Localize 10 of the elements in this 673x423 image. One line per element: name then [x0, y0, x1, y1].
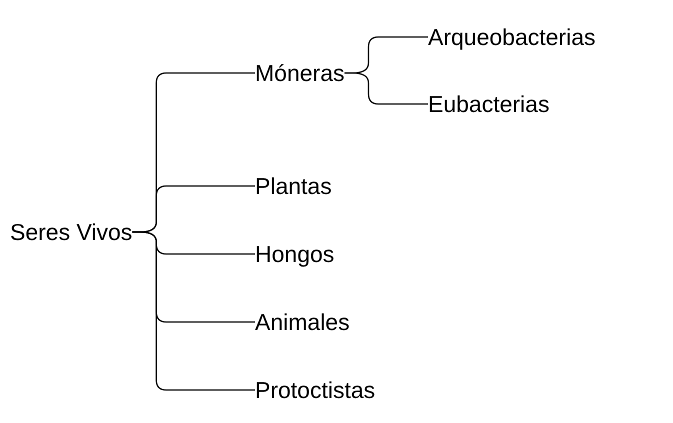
brace-line [344, 72, 428, 105]
taxon-label: Animales [255, 308, 350, 336]
taxon-label: Hongos [255, 240, 334, 268]
taxon-label: Plantas [255, 172, 332, 200]
taxon-label: Seres Vivos [10, 218, 132, 246]
taxon-label: Eubacterias [428, 90, 550, 118]
taxon-label: Arqueobacterias [428, 23, 596, 51]
taxon-label: Móneras [255, 59, 344, 87]
taxon-label: Protoctistas [255, 376, 376, 404]
brace-line [132, 231, 255, 391]
